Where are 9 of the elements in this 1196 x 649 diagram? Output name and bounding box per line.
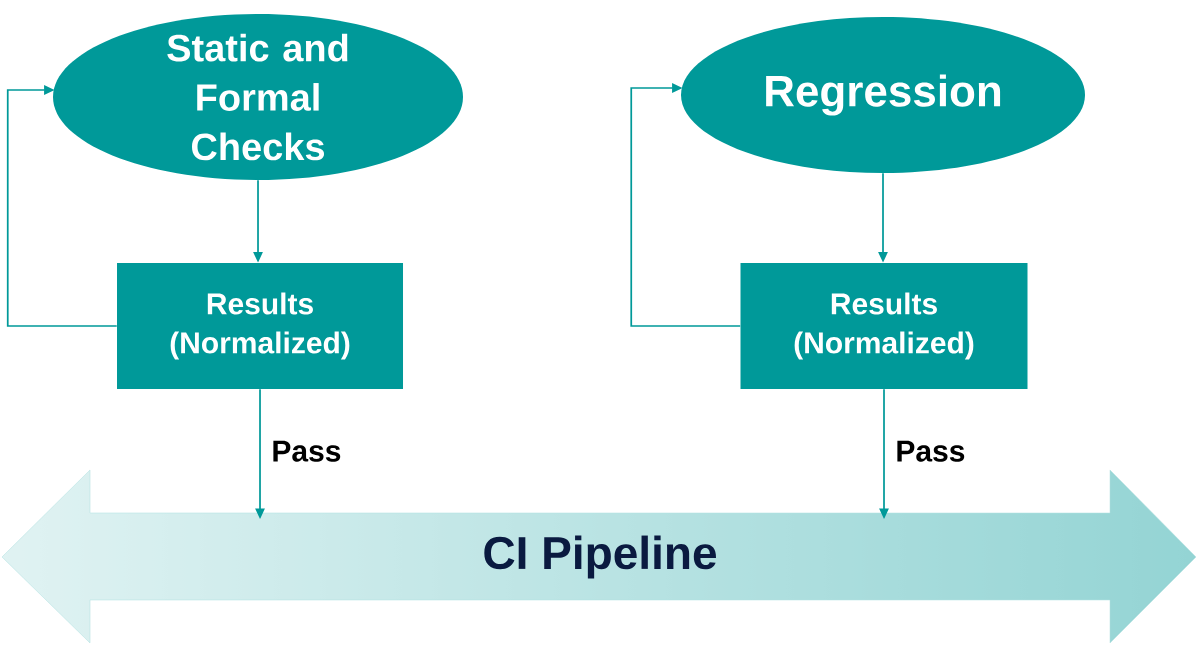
double-arrow-band: CI Pipeline <box>1 469 1196 644</box>
edge-label: Pass <box>897 440 965 462</box>
arrow <box>630 83 742 327</box>
results-box: Results (Normalized) <box>117 263 403 389</box>
ellipse-node: Static and Formal Checks <box>53 14 463 180</box>
edge-label: Pass <box>273 440 341 462</box>
arrow <box>6 85 118 327</box>
ellipse-node: Regression <box>681 17 1085 173</box>
results-box: Results (Normalized) <box>740 263 1028 389</box>
